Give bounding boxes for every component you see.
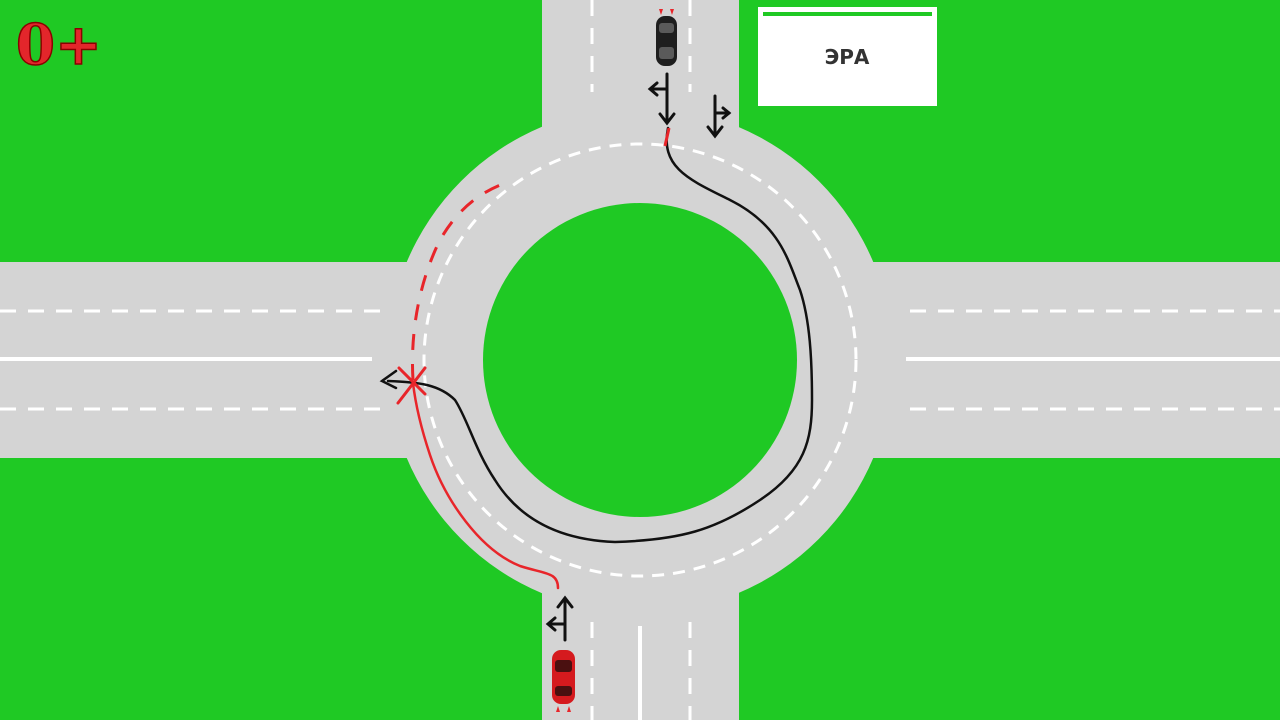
red-car-path (411, 381, 560, 590)
black-car-path (386, 126, 814, 544)
sign-background (758, 7, 937, 106)
sign-label: ЭРА (825, 45, 870, 69)
bottom-entry-arrow (545, 595, 574, 642)
roundabout-lane-divider (422, 142, 858, 578)
black-path-arrowhead (379, 369, 398, 390)
age-rating: 0+ (16, 12, 102, 78)
black-path-start-red-segment (663, 127, 671, 147)
black-car (656, 9, 677, 66)
sign-board: ЭРА (758, 7, 937, 106)
cross-icon (396, 366, 427, 405)
top-lane-arrow (647, 72, 676, 126)
red-car (552, 650, 575, 712)
central-island (483, 203, 797, 517)
red-car-dashed-path (411, 180, 509, 381)
top-entry-arrow (706, 94, 732, 139)
sign-stripe (763, 12, 932, 16)
